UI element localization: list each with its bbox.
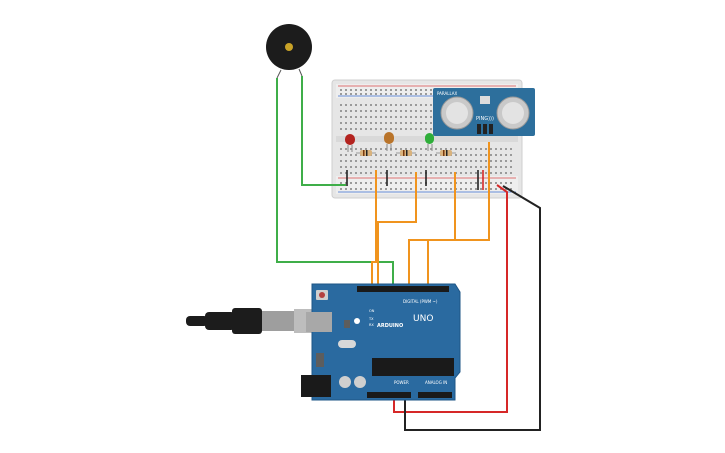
led-green[interactable] [425, 133, 434, 151]
digital-label: DIGITAL (PWM ~) [403, 299, 438, 304]
analog-label: ANALOG IN [425, 380, 447, 385]
digital-header[interactable] [357, 286, 449, 292]
led-red[interactable] [345, 134, 355, 152]
ultrasonic-sensor[interactable]: PARALLAX PING))) [433, 88, 535, 136]
analog-header[interactable] [418, 392, 452, 398]
resistor-2[interactable] [396, 150, 416, 156]
power-jack[interactable] [301, 375, 331, 397]
wire-orange-4[interactable] [427, 142, 490, 292]
wire-red-5v[interactable] [393, 184, 508, 413]
wire-green-buzzer-pin[interactable] [276, 78, 394, 292]
resistor-1[interactable] [356, 150, 376, 156]
wires [276, 76, 541, 431]
microcontroller-chip [372, 358, 454, 376]
breadboard-holes [340, 89, 512, 190]
wire-green-buzzer-board[interactable] [301, 76, 346, 186]
arduino-uno[interactable]: DIGITAL (PWM ~) ARDUINO UNO TX RX ON POW… [301, 283, 461, 401]
led-orange[interactable] [384, 132, 394, 151]
sensor-top-text: PARALLAX [437, 91, 458, 96]
usb-cable[interactable] [186, 308, 326, 334]
wire-orange-2[interactable] [377, 172, 417, 292]
sensor-model-label: PING))) [476, 116, 494, 122]
rx-label: RX [369, 323, 374, 327]
arduino-model: UNO [413, 314, 433, 324]
wire-orange-1[interactable] [371, 170, 377, 292]
tx-label: TX [368, 317, 374, 321]
resistor-3[interactable] [436, 150, 456, 156]
power-label: POWER [394, 380, 409, 385]
arduino-brand: ARDUINO [377, 323, 403, 329]
wire-black-gnd[interactable] [404, 185, 541, 431]
power-header[interactable] [367, 392, 411, 398]
on-label: ON [369, 309, 375, 313]
buzzer[interactable] [266, 24, 312, 79]
